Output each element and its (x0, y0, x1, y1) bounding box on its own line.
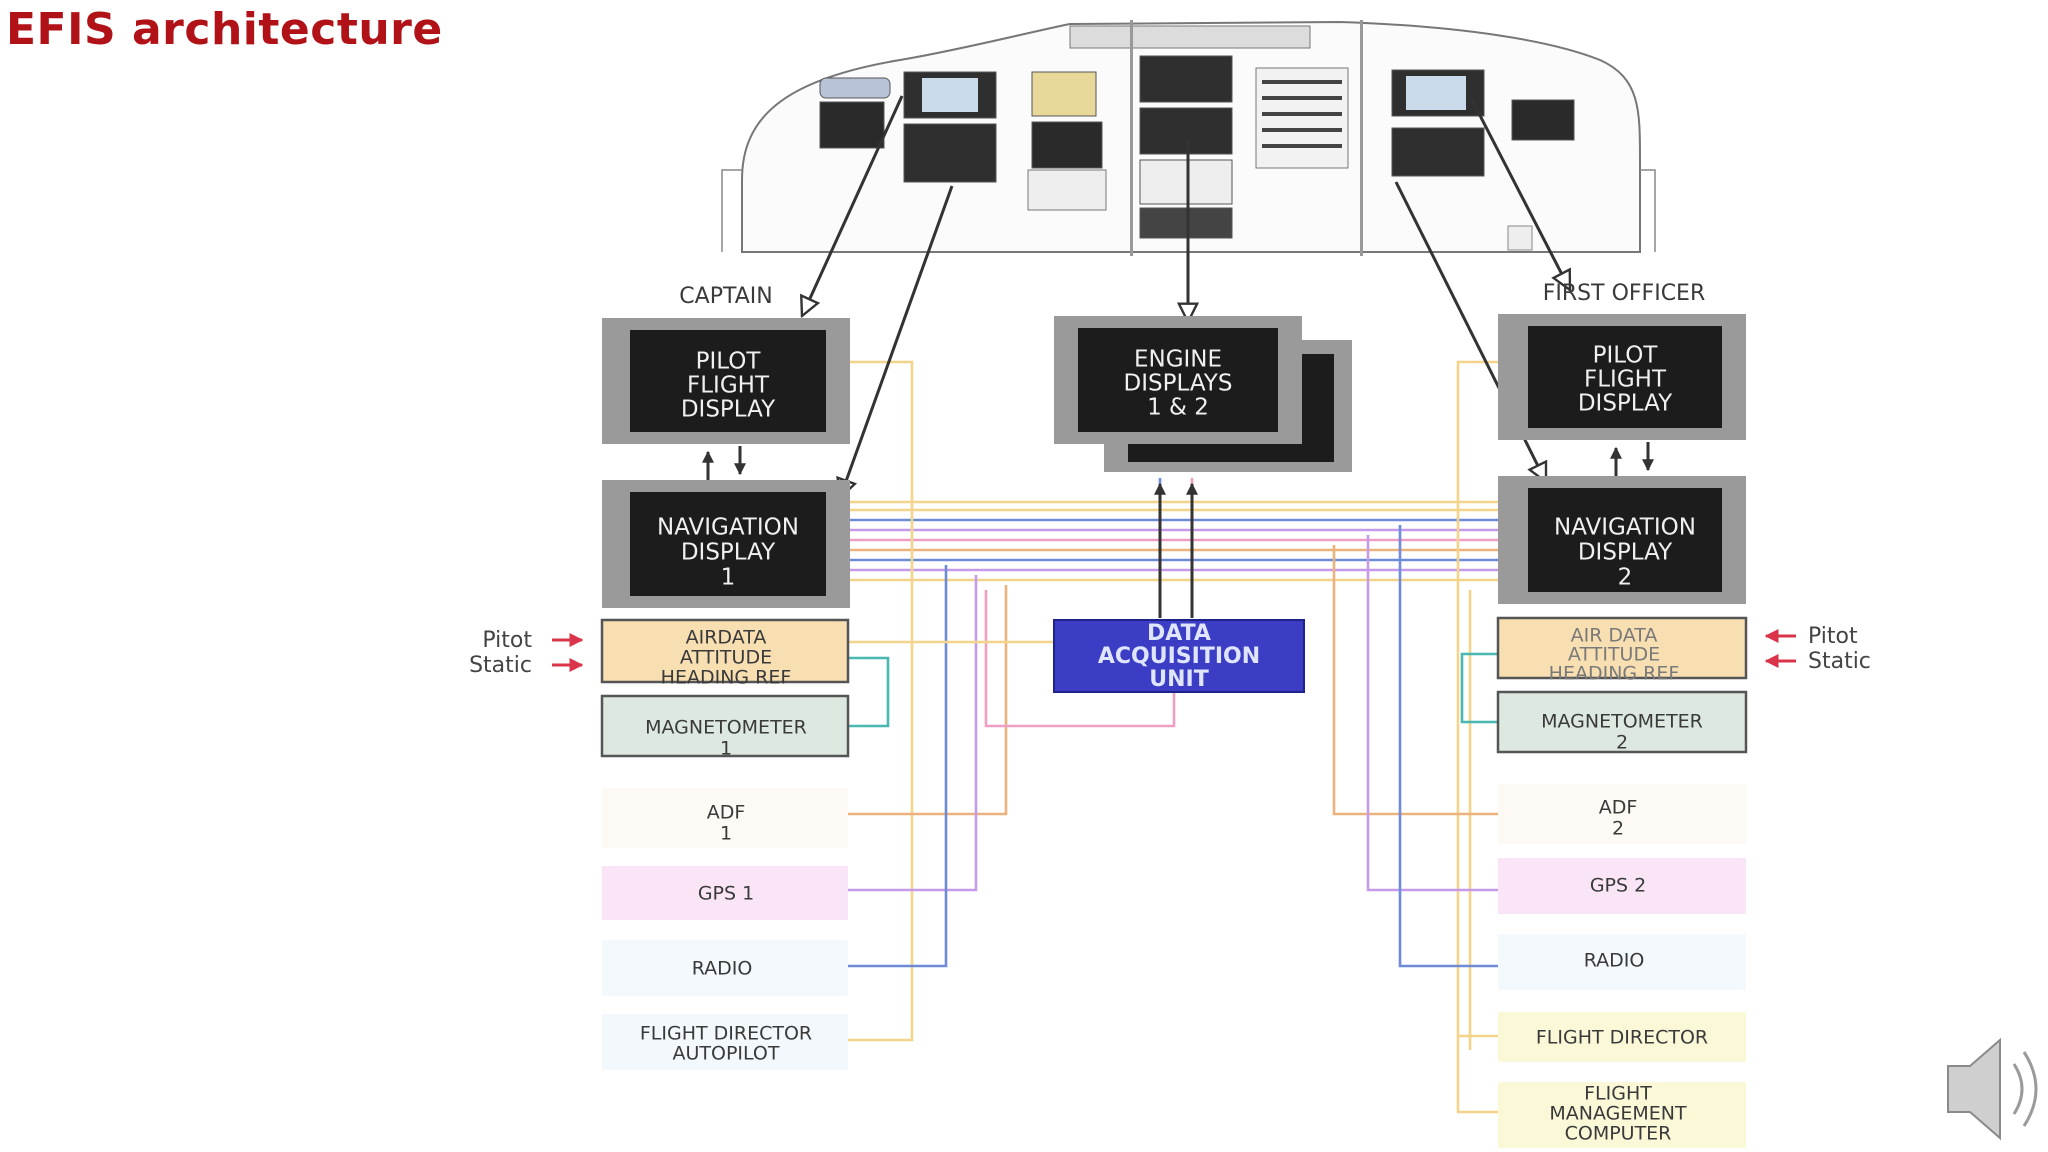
arrow-panel-to-pfd1 (802, 95, 904, 316)
svg-text:GPS 2: GPS 2 (1590, 875, 1646, 897)
captain-label: CAPTAIN (679, 284, 772, 309)
svg-text:2: 2 (1618, 565, 1633, 591)
svg-text:DISPLAY: DISPLAY (1578, 540, 1673, 566)
fd1-box: FLIGHT DIRECTOR AUTOPILOT (602, 1014, 848, 1070)
svg-text:DISPLAY: DISPLAY (681, 540, 776, 566)
svg-text:Pitot: Pitot (1808, 624, 1858, 649)
pitot-static-left: Pitot Static (469, 628, 584, 678)
svg-text:Static: Static (469, 653, 532, 678)
svg-text:COMPUTER: COMPUTER (1565, 1123, 1672, 1145)
left-yellow-trunk (848, 360, 914, 1042)
svg-text:GPS 1: GPS 1 (698, 883, 754, 905)
adf2-wire (1332, 545, 1498, 816)
svg-text:1 & 2: 1 & 2 (1147, 395, 1209, 421)
fmc-box: FLIGHT MANAGEMENT COMPUTER (1498, 1082, 1746, 1148)
svg-text:AUTOPILOT: AUTOPILOT (673, 1043, 780, 1065)
svg-text:RADIO: RADIO (692, 958, 753, 980)
dau-left-wire (984, 590, 1176, 728)
svg-text:DATA: DATA (1147, 621, 1211, 646)
arrow-panel-to-pfd2 (1470, 99, 1572, 290)
svg-text:DISPLAY: DISPLAY (1578, 391, 1673, 417)
first-officer-label: FIRST OFFICER (1543, 281, 1706, 306)
svg-text:MAGNETOMETER: MAGNETOMETER (645, 717, 807, 739)
radio2-box: RADIO (1498, 934, 1746, 990)
fd2-box: FLIGHT DIRECTOR (1498, 1012, 1746, 1062)
adahrs1-box: AIRDATA ATTITUDE HEADING REF (600, 618, 850, 689)
svg-text:AIRDATA: AIRDATA (686, 627, 767, 649)
adf1-box: ADF 1 (602, 788, 848, 848)
slide-title: EFIS architecture (6, 4, 443, 55)
svg-text:MAGNETOMETER: MAGNETOMETER (1541, 711, 1703, 733)
dau-box: DATA ACQUISITION UNIT (1053, 619, 1305, 693)
gps2-box: GPS 2 (1498, 858, 1746, 914)
connector-arrows (702, 95, 1654, 618)
arrow-panel-to-nd1 (840, 185, 954, 498)
gps2-wire (1366, 535, 1498, 892)
svg-text:NAVIGATION: NAVIGATION (1554, 515, 1696, 541)
svg-text:HEADING REF: HEADING REF (1549, 663, 1680, 685)
svg-text:1: 1 (721, 565, 736, 591)
radio2-wire (1398, 525, 1498, 968)
svg-text:ATTITUDE: ATTITUDE (680, 647, 772, 669)
radio1-wire (848, 565, 948, 968)
speaker-icon[interactable] (1947, 1037, 2038, 1141)
svg-text:FLIGHT: FLIGHT (687, 373, 770, 399)
svg-text:FLIGHT DIRECTOR: FLIGHT DIRECTOR (640, 1023, 812, 1045)
mag2-wire (1460, 652, 1498, 724)
adf2-box: ADF 2 (1498, 784, 1746, 844)
adf1-wire (848, 585, 1008, 816)
mag1-wire (848, 656, 890, 728)
pitot-static-right: Pitot Static (1764, 624, 1871, 674)
pfd1-box: PILOT FLIGHT DISPLAY (602, 318, 850, 444)
mag1-box: MAGNETOMETER 1 (600, 694, 850, 760)
nd1-box: NAVIGATION DISPLAY 1 (602, 480, 850, 608)
nd2-box: NAVIGATION DISPLAY 2 (1498, 476, 1746, 604)
svg-text:Static: Static (1808, 649, 1871, 674)
radio1-box: RADIO (602, 940, 848, 996)
svg-text:2: 2 (1612, 818, 1624, 840)
svg-text:1: 1 (720, 823, 732, 845)
pfd2-box: PILOT FLIGHT DISPLAY (1498, 314, 1746, 440)
svg-text:PILOT: PILOT (696, 349, 762, 375)
signal-wiring (848, 360, 1498, 1114)
svg-text:HEADING REF: HEADING REF (661, 667, 792, 689)
cockpit-panel-illustration (721, 20, 1656, 256)
svg-text:NAVIGATION: NAVIGATION (657, 515, 799, 541)
svg-text:FLIGHT DIRECTOR: FLIGHT DIRECTOR (1536, 1027, 1708, 1049)
svg-text:ENGINE: ENGINE (1134, 347, 1222, 373)
svg-text:DISPLAY: DISPLAY (681, 397, 776, 423)
svg-text:2: 2 (1616, 732, 1628, 754)
svg-text:FLIGHT: FLIGHT (1584, 1083, 1652, 1105)
svg-text:Pitot: Pitot (482, 628, 532, 653)
svg-text:UNIT: UNIT (1149, 667, 1208, 692)
right-yellow-trunk (1456, 360, 1498, 1114)
svg-text:DISPLAYS: DISPLAYS (1124, 371, 1233, 397)
svg-text:AIR DATA: AIR DATA (1571, 625, 1658, 647)
svg-text:1: 1 (720, 738, 732, 760)
svg-text:FLIGHT: FLIGHT (1584, 367, 1667, 393)
svg-text:PILOT: PILOT (1593, 343, 1659, 369)
svg-text:MANAGEMENT: MANAGEMENT (1549, 1103, 1687, 1125)
svg-text:ADF: ADF (1599, 797, 1638, 819)
gps1-wire (848, 575, 978, 892)
adahrs2-box: AIR DATA ATTITUDE HEADING REF (1496, 616, 1748, 685)
mag2-box: MAGNETOMETER 2 (1496, 690, 1748, 754)
svg-text:ATTITUDE: ATTITUDE (1568, 644, 1660, 666)
svg-text:RADIO: RADIO (1584, 950, 1645, 972)
gps1-box: GPS 1 (602, 866, 848, 920)
engine-displays-box: ENGINE DISPLAYS 1 & 2 (1054, 316, 1352, 472)
svg-text:ACQUISITION: ACQUISITION (1098, 644, 1260, 669)
svg-text:ADF: ADF (707, 802, 746, 824)
